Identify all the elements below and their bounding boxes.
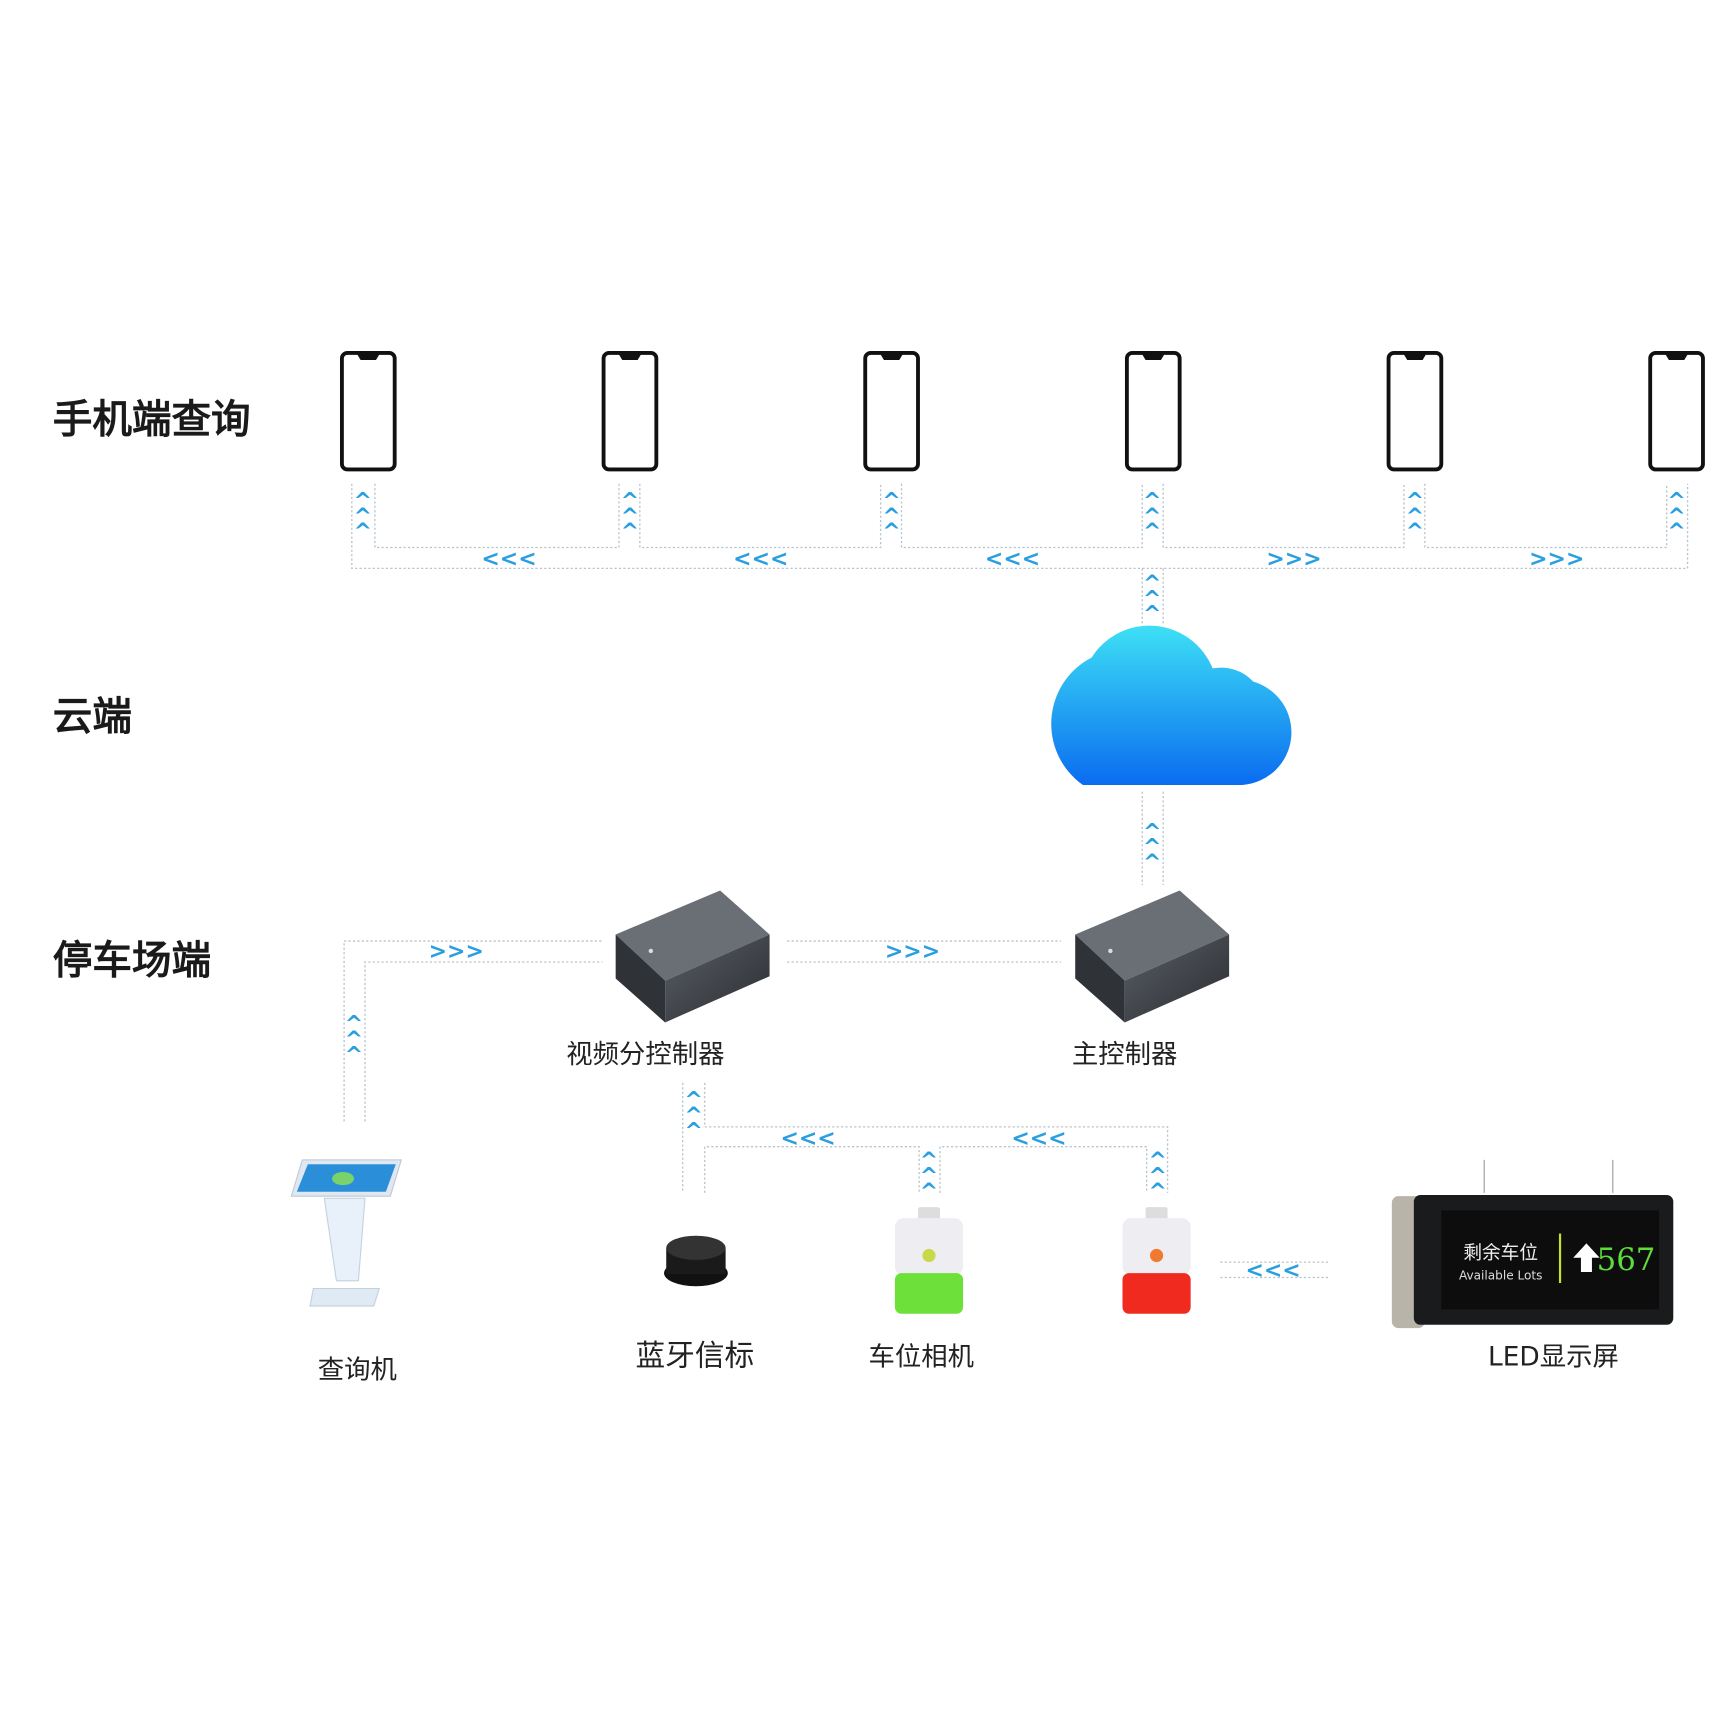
phone-icon — [863, 350, 920, 472]
beacon-label: 蓝牙信标 — [635, 1337, 754, 1372]
parking-connectors — [343, 940, 1331, 1279]
right-arrows-icon: >>> — [1266, 547, 1321, 572]
led-title-cn: 剩余车位 — [1463, 1243, 1538, 1264]
video-sub-controller-icon — [615, 890, 770, 1023]
video-sub-controller-label: 视频分控制器 — [566, 1040, 724, 1070]
up-chevrons-icon — [684, 1088, 703, 1144]
right-arrows-icon: >>> — [429, 940, 484, 965]
up-chevrons-icon — [1405, 488, 1425, 545]
up-chevrons-icon — [1667, 488, 1686, 545]
main-controller-icon — [1075, 890, 1230, 1023]
parking-camera-label: 车位相机 — [869, 1342, 975, 1372]
led-display-label: LED显示屏 — [1488, 1342, 1619, 1372]
led-title-en: Available Lots — [1459, 1269, 1542, 1283]
led-available-count: 567 — [1597, 1242, 1656, 1278]
phone-icon — [601, 350, 659, 472]
up-chevrons-icon — [919, 1148, 939, 1205]
left-arrows-icon: <<< — [1245, 1259, 1300, 1284]
phone-icon — [1386, 350, 1444, 472]
bluetooth-beacon-icon — [664, 1235, 728, 1287]
left-arrows-icon: <<< — [481, 547, 536, 572]
up-chevrons-icon — [1148, 1148, 1167, 1205]
kiosk-label: 查询机 — [318, 1356, 397, 1386]
tier-label-mobile: 手机端查询 — [53, 397, 251, 443]
left-arrows-icon: <<< — [985, 547, 1040, 572]
main-controller-label: 主控制器 — [1072, 1040, 1178, 1070]
led-display-icon — [1391, 1159, 1674, 1329]
phone-icon — [1648, 350, 1705, 472]
left-arrows-icon: <<< — [1011, 1127, 1066, 1152]
tier-label-cloud: 云端 — [53, 694, 132, 740]
tier-label-parking: 停车场端 — [53, 938, 211, 984]
up-chevrons-icon — [1142, 819, 1162, 876]
parking-camera-green-icon — [894, 1207, 964, 1314]
left-arrows-icon: <<< — [733, 547, 788, 572]
left-arrows-icon: <<< — [780, 1127, 835, 1152]
cloud-icon — [1051, 625, 1292, 785]
up-chevrons-icon — [1142, 571, 1162, 628]
up-chevrons-icon — [620, 488, 640, 545]
right-arrows-icon: >>> — [1529, 547, 1584, 572]
up-chevrons-icon — [344, 1012, 364, 1069]
right-arrows-icon: >>> — [885, 940, 940, 965]
kiosk-icon — [290, 1159, 403, 1307]
phone-icon — [1124, 350, 1182, 472]
phone-bus-connector — [351, 483, 1689, 886]
up-chevrons-icon — [1142, 488, 1162, 545]
up-chevrons-icon — [882, 488, 901, 545]
up-chevrons-icon — [353, 488, 373, 545]
parking-camera-red-icon — [1122, 1207, 1191, 1314]
phone-icon — [339, 350, 397, 472]
